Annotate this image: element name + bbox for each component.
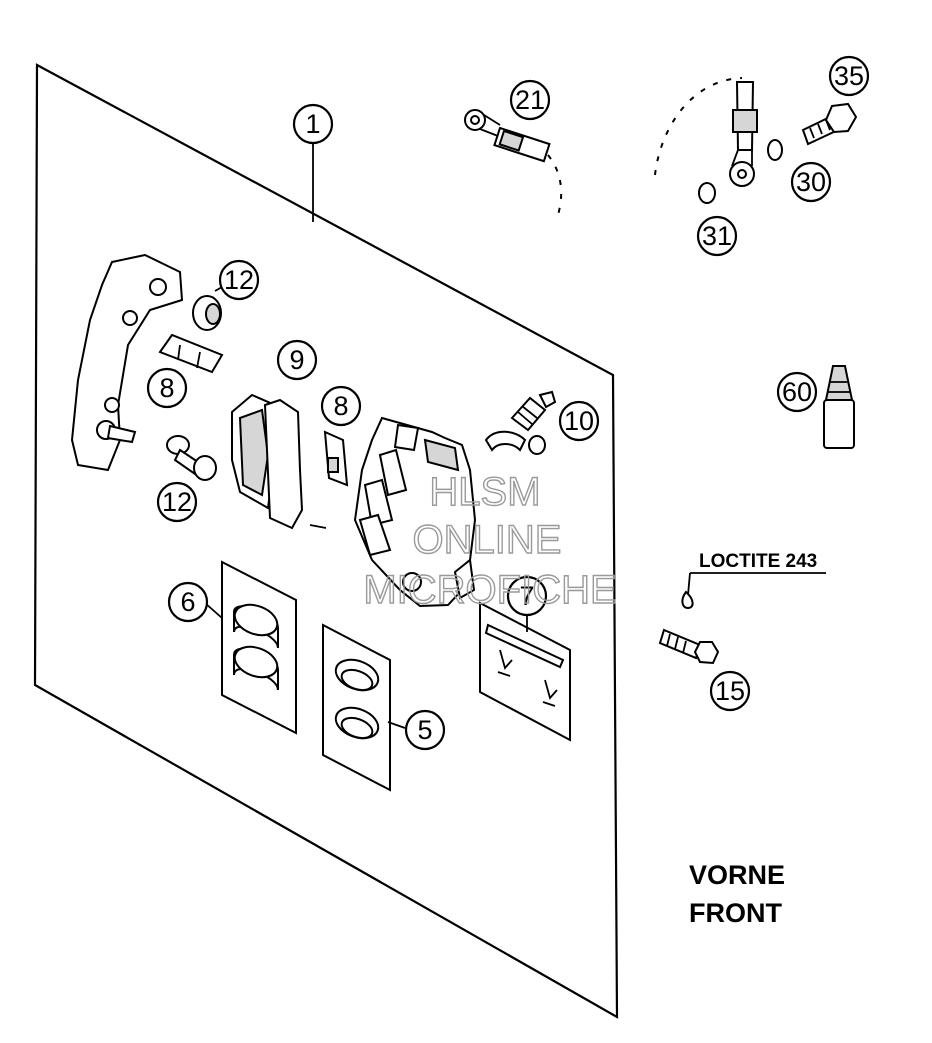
callout-1: 1 <box>292 103 334 145</box>
part-21-hose-fitting <box>464 109 563 216</box>
callout-7: 7 <box>506 575 548 617</box>
leader-line-6 <box>204 602 223 619</box>
watermark-line2: ONLINE <box>413 518 562 562</box>
watermark-line3: MICROFICHE <box>363 568 616 612</box>
callout-1-text: 1 <box>305 109 320 139</box>
callout-8b-text: 8 <box>333 391 348 421</box>
part-6-pistons-kit <box>221 560 297 735</box>
callout-8b: 8 <box>320 385 362 427</box>
part-60-threadlocker <box>823 365 855 449</box>
bolt-35 <box>801 102 858 146</box>
callout-21-text: 21 <box>515 85 545 115</box>
vorne-label: VORNE <box>689 860 785 890</box>
callout-12a-text: 12 <box>224 265 254 295</box>
part-15-bolt <box>658 572 826 665</box>
loctite-label: LOCTITE 243 <box>699 551 817 572</box>
callout-5: 5 <box>404 709 446 751</box>
callout-60-text: 60 <box>782 377 812 407</box>
callout-15: 15 <box>709 670 751 712</box>
part-5-seal-kit <box>322 623 391 792</box>
callout-5-text: 5 <box>417 715 432 745</box>
part-12-guide-pin <box>166 435 217 481</box>
callout-6: 6 <box>167 581 209 623</box>
callout-9: 9 <box>276 339 318 381</box>
callout-8a-text: 8 <box>159 373 174 403</box>
part-10-bleeder-valve <box>484 390 557 455</box>
callout-10: 10 <box>558 400 600 442</box>
callout-15-text: 15 <box>715 676 745 706</box>
part-8-pad-spring <box>323 430 349 487</box>
watermark-line1: HLSM <box>429 470 540 514</box>
leader-line-5 <box>387 721 406 729</box>
callout-35: 35 <box>828 55 870 97</box>
callout-30-text: 30 <box>796 167 826 197</box>
washer-30 <box>767 139 783 161</box>
caliper-body <box>353 416 477 608</box>
washer-31 <box>698 182 716 204</box>
callout-12b-text: 12 <box>162 487 192 517</box>
callout-10-text: 10 <box>564 406 594 436</box>
callout-31: 31 <box>696 215 738 257</box>
part-8-clip-left <box>158 333 224 374</box>
callout-35-text: 35 <box>834 61 864 91</box>
callout-21: 21 <box>509 79 551 121</box>
callout-12a: 12 <box>218 259 260 301</box>
callout-6-text: 6 <box>180 587 195 617</box>
front-label: FRONT <box>689 898 782 928</box>
callout-8a: 8 <box>146 367 188 409</box>
caliper-bracket <box>70 253 184 472</box>
assembly-sheet <box>33 63 619 1019</box>
part-group-hose-bolt <box>654 77 858 204</box>
callout-7-text: 7 <box>519 581 534 611</box>
part-7-pin-kit <box>479 601 571 742</box>
callout-31-text: 31 <box>702 221 732 251</box>
part-9-brake-pads <box>231 393 327 530</box>
callout-30: 30 <box>790 161 832 203</box>
part-12-boot-upper <box>192 295 222 331</box>
callout-60: 60 <box>776 371 818 413</box>
callout-12b: 12 <box>156 481 198 523</box>
callout-9-text: 9 <box>289 345 304 375</box>
